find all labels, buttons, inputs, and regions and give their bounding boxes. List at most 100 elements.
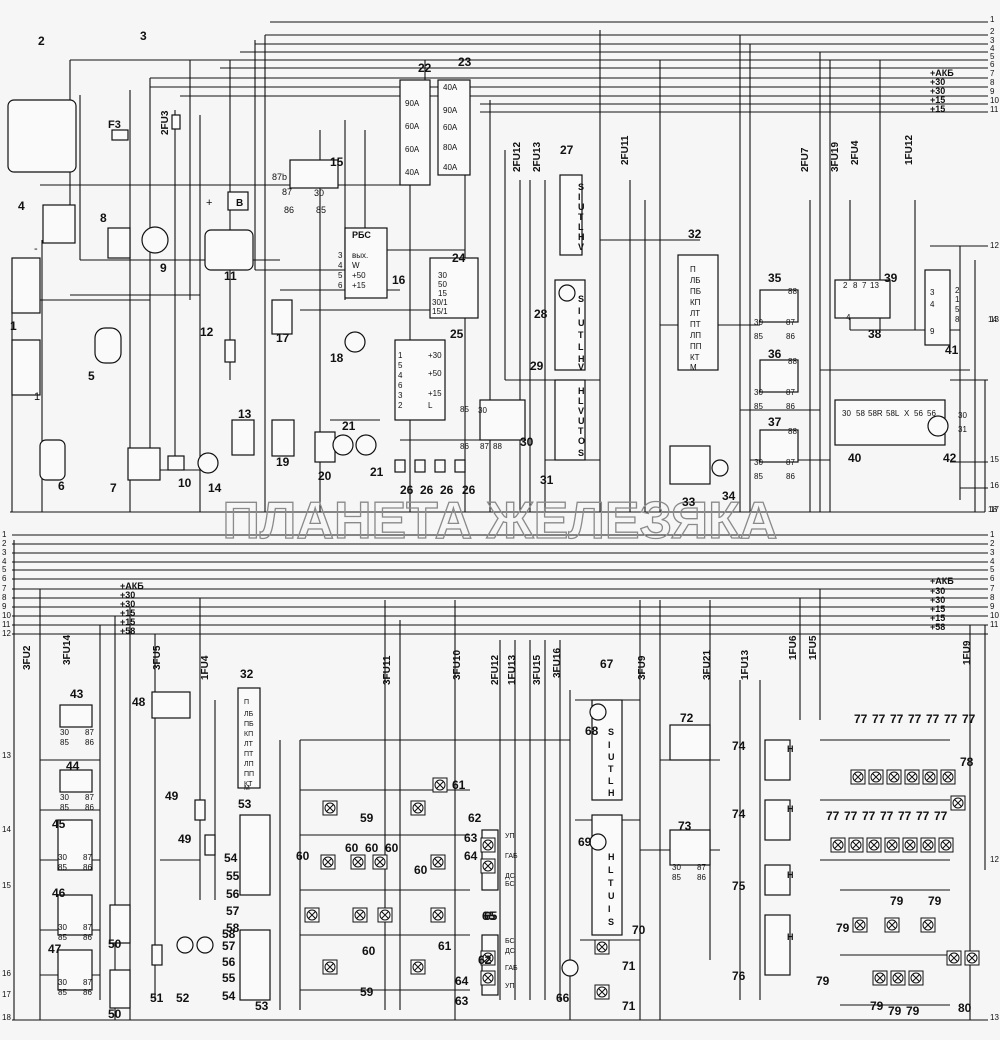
horn-17	[271, 299, 293, 335]
bus-label: +15	[930, 604, 945, 614]
watermark: ПЛАНЕТА ЖЕЛЕЗЯКА	[223, 492, 778, 550]
component-number: 79	[816, 974, 830, 988]
bus-number: 11	[2, 620, 11, 629]
bus-number: 3	[990, 36, 995, 45]
relay-pin: 88	[788, 427, 797, 436]
component-number: 51	[150, 991, 164, 1005]
connector-32-pin: КП	[244, 731, 253, 738]
block-62-label: БС	[505, 881, 515, 888]
component-number: 77	[908, 712, 922, 726]
component-number: 24	[452, 251, 466, 265]
component-number: 53	[255, 999, 269, 1013]
switch-41-pin: 5	[955, 305, 960, 314]
lamp-67	[589, 703, 607, 721]
switch-29-pin: U	[578, 318, 585, 328]
component-number: 43	[70, 687, 84, 701]
battery-2	[11, 339, 41, 396]
relay-pin: 30	[60, 793, 69, 802]
relay-pin: 85	[754, 472, 763, 481]
component-number: 69	[578, 835, 592, 849]
lamp-symbol	[940, 769, 956, 785]
component-number: 54	[222, 989, 236, 1003]
component-number: 21	[342, 419, 356, 433]
connector-32-pin: КП	[690, 298, 701, 307]
component-number: 79	[928, 894, 942, 908]
switch-76	[764, 914, 791, 976]
lamp-14	[197, 452, 219, 474]
component-number: 31	[540, 473, 554, 487]
fuse-label: 1FU5	[808, 635, 819, 660]
relay-45	[57, 819, 93, 871]
lamp-symbol	[950, 795, 966, 811]
switch-29-pin: L	[578, 342, 584, 352]
component-number: 5	[88, 369, 95, 383]
lamp-symbol	[902, 837, 918, 853]
relay-pin: 87	[83, 923, 92, 932]
relay-30	[479, 399, 526, 441]
component-number: 10	[178, 476, 192, 490]
component-number: 68	[585, 724, 599, 738]
relay-15-pin: 30	[314, 188, 324, 198]
generator	[7, 99, 77, 173]
component-number: 48	[132, 695, 146, 709]
fuse-label: 2FU3	[160, 110, 171, 135]
fuse-label: 1FU13	[507, 655, 518, 685]
switch-41-pin: 2	[955, 286, 960, 295]
connector-32-pin: ПБ	[690, 287, 701, 296]
box-25-row: +15	[428, 389, 442, 398]
switch-pin: Н	[787, 804, 794, 814]
component-number: 57	[226, 904, 240, 918]
relay-pin: 87	[786, 388, 795, 397]
bus-number: 6	[990, 60, 995, 69]
connector-32-pin: П	[690, 265, 696, 274]
fuse-block-22	[399, 79, 431, 186]
relay-pin: 85	[754, 402, 763, 411]
fuse-26a	[394, 459, 406, 473]
battery-1	[11, 257, 41, 314]
module-38-pin: 13	[870, 281, 879, 290]
horn-5	[94, 327, 122, 364]
fuse-rating: 40A	[443, 83, 458, 92]
fuse-label: 2FU13	[532, 142, 543, 172]
bus-label: +30	[930, 77, 945, 87]
component-number: 12	[200, 325, 214, 339]
component-number: 55	[226, 869, 240, 883]
component-number: 7	[110, 481, 117, 495]
fuse-rating: 60A	[405, 122, 420, 131]
lamp-symbol	[594, 984, 610, 1000]
switch-69-pin: L	[608, 865, 614, 875]
component-number: 21	[370, 465, 384, 479]
lamp-symbol	[372, 854, 388, 870]
component-number: 49	[165, 789, 179, 803]
relay-pin: 86	[786, 472, 795, 481]
block-62-label: ГАБ	[505, 853, 518, 860]
bus-number: 14	[988, 315, 997, 324]
block-62-label: ДС	[505, 873, 515, 880]
switch-29-pin: H	[578, 354, 585, 364]
bottom-wiring	[12, 534, 988, 1021]
module-38-pin: 2	[843, 281, 848, 290]
connector-32-pin: КТ	[244, 781, 253, 788]
connector-32-pin: М	[690, 363, 697, 372]
component-number: 19	[276, 455, 290, 469]
bus-number: 3	[2, 548, 7, 557]
component-number: 61	[452, 778, 466, 792]
relay-20	[314, 431, 336, 463]
component-number: 38	[868, 327, 882, 341]
bus-label: +15	[930, 95, 945, 105]
relay-pin: 85	[672, 873, 681, 882]
component-number: 77	[962, 712, 976, 726]
component-number: 34	[722, 489, 736, 503]
component-number: 1	[10, 319, 17, 333]
module-38-pin: 8	[853, 281, 858, 290]
relay-35	[759, 289, 799, 323]
switch-68-pin: I	[608, 740, 611, 750]
box-40-pin: 30	[842, 409, 851, 418]
sensor-28	[558, 284, 576, 302]
component-number: 77	[854, 712, 868, 726]
component-number: 64	[455, 974, 469, 988]
lamp-66	[561, 959, 579, 977]
relay-pin: 85	[60, 738, 69, 747]
bus-number: 6	[2, 574, 7, 583]
switch-27-pin: T	[578, 212, 584, 222]
